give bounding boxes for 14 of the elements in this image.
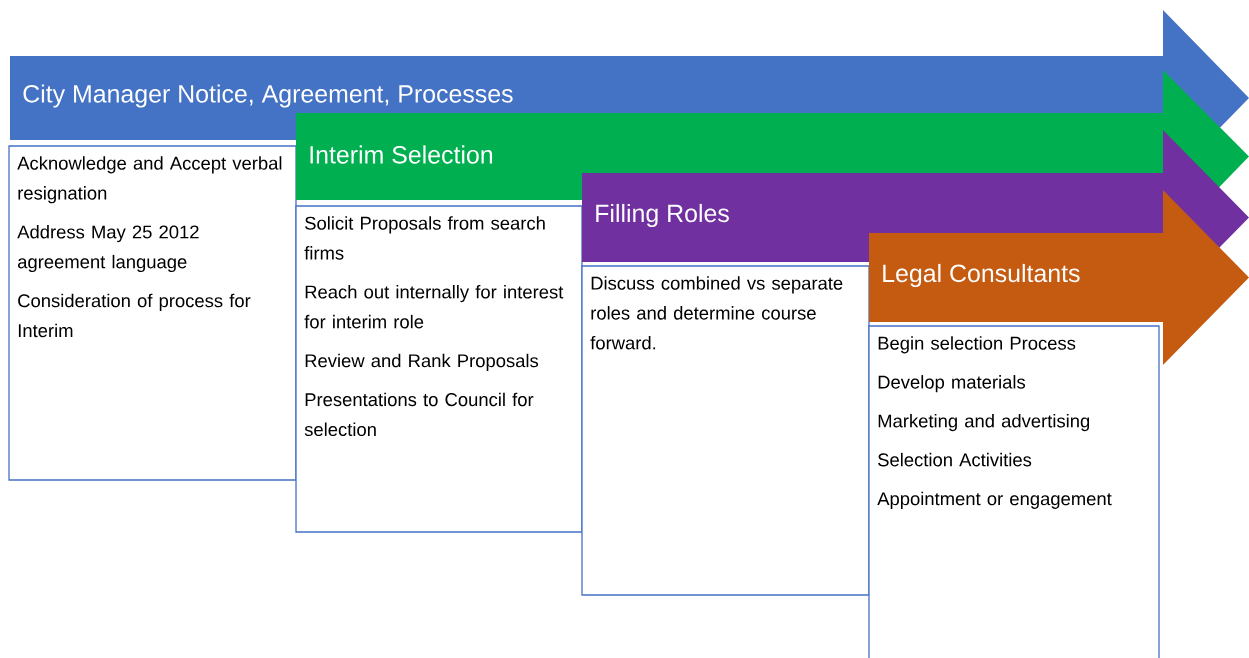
text-box — [8, 145, 297, 481]
list-item: Address May 25 2012 agreement language — [17, 224, 199, 273]
list-item: Selection Activities — [878, 452, 1032, 467]
list-item: Review and Rank Proposals — [305, 353, 539, 371]
list-item: Appointment or engagement — [877, 491, 1112, 509]
list-item: Marketing and advertising — [878, 413, 1090, 432]
list-item: Consideration of process for Interim — [18, 293, 251, 338]
text-box — [581, 265, 870, 596]
list-item: Presentations to Council for selection — [304, 392, 534, 437]
text-box — [295, 205, 583, 533]
list-item: Develop materials — [878, 375, 1026, 393]
list-item: Begin selection Process — [878, 336, 1076, 354]
list-item: Reach out internally for interest for interim role — [304, 284, 564, 329]
text-box — [868, 325, 1160, 658]
